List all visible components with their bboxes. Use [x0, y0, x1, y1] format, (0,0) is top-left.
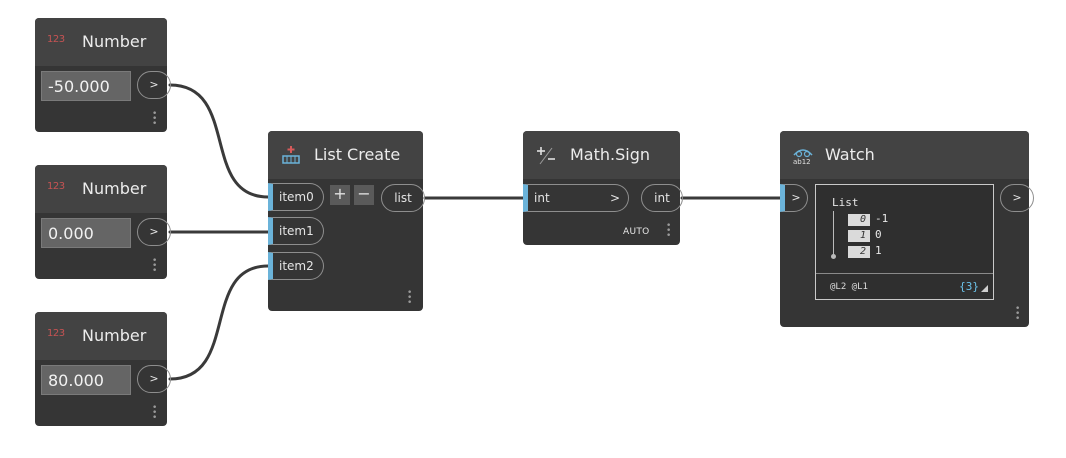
add-input-button[interactable]: +	[330, 185, 350, 205]
number-value-input[interactable]: -50.000	[41, 71, 131, 101]
node-menu-dots-icon[interactable]: •••	[152, 403, 158, 423]
number-value-input[interactable]: 0.000	[41, 218, 131, 248]
number-node-1[interactable]: 123 Number -50.000 > •••	[35, 18, 171, 132]
wire-number1-to-item0[interactable]	[168, 83, 270, 199]
output-port[interactable]: >	[137, 71, 171, 99]
node-title: List Create	[314, 145, 401, 164]
input-port-item2[interactable]: item2	[268, 252, 324, 280]
list-item-index: 0	[848, 214, 870, 226]
node-menu-dots-icon[interactable]: •••	[152, 109, 158, 129]
number-123-icon: 123	[47, 34, 65, 45]
list-item-value: 0	[875, 228, 882, 241]
number-node-2[interactable]: 123 Number 0.000 > •••	[35, 165, 171, 279]
output-port[interactable]: >	[1000, 184, 1034, 212]
list-levels-label[interactable]: @L2 @L1	[830, 282, 868, 292]
number-123-icon: 123	[47, 328, 65, 339]
list-count-label: {3}	[959, 280, 979, 293]
number-123-icon: 123	[47, 181, 65, 192]
node-title: Watch	[825, 145, 875, 164]
input-port[interactable]: >	[780, 184, 808, 212]
tree-line	[833, 211, 834, 256]
wire-number3-to-item2[interactable]	[168, 264, 270, 381]
input-port-int[interactable]: int >	[523, 184, 629, 212]
input-port-arrow: >	[609, 191, 620, 205]
math-sign-node[interactable]: Math.Sign int > int AUTO •••	[523, 131, 683, 245]
number-node-3[interactable]: 123 Number 80.000 > •••	[35, 312, 171, 426]
tree-dot	[831, 254, 836, 259]
number-value-input[interactable]: 80.000	[41, 365, 131, 395]
output-port[interactable]: >	[137, 218, 171, 246]
output-port-list[interactable]: list	[381, 184, 425, 212]
watch-icon: ab12	[793, 149, 813, 166]
input-port-label: int	[534, 191, 550, 205]
node-menu-dots-icon[interactable]: •••	[1015, 304, 1021, 324]
list-item-value: 1	[875, 244, 882, 257]
plus-minus-icon	[537, 147, 555, 165]
node-title: Number	[82, 326, 147, 345]
output-port[interactable]: >	[137, 365, 171, 393]
input-port-item0[interactable]: item0	[268, 183, 324, 211]
resize-handle-icon[interactable]	[981, 285, 988, 292]
node-header[interactable]: List Create	[268, 131, 423, 179]
watch-footer: @L2 @L1 {3}	[816, 273, 993, 301]
list-item-index: 2	[848, 246, 870, 258]
node-header[interactable]: Math.Sign	[523, 131, 680, 179]
watch-list-header: List	[832, 196, 859, 209]
list-create-node[interactable]: List Create item0 item1 item2 + − list •…	[268, 131, 425, 311]
node-menu-dots-icon[interactable]: •••	[152, 256, 158, 276]
node-header[interactable]: 123 Number	[35, 18, 167, 66]
node-header[interactable]: ab12 Watch	[780, 131, 1029, 179]
lacing-auto-label[interactable]: AUTO	[623, 227, 650, 237]
node-title: Number	[82, 32, 147, 51]
node-title: Number	[82, 179, 147, 198]
input-port-item1[interactable]: item1	[268, 217, 324, 245]
list-item: 0 -1	[848, 212, 889, 226]
list-create-icon	[282, 146, 300, 164]
node-menu-dots-icon[interactable]: •••	[407, 288, 413, 308]
output-port-int[interactable]: int	[641, 184, 683, 212]
node-header[interactable]: 123 Number	[35, 165, 167, 213]
node-menu-dots-icon[interactable]: •••	[666, 221, 672, 241]
node-title: Math.Sign	[570, 145, 651, 164]
node-header[interactable]: 123 Number	[35, 312, 167, 360]
list-item-value: -1	[875, 212, 889, 225]
remove-input-button[interactable]: −	[354, 185, 374, 205]
list-item-index: 1	[848, 230, 870, 242]
svg-text:ab12: ab12	[793, 158, 811, 166]
